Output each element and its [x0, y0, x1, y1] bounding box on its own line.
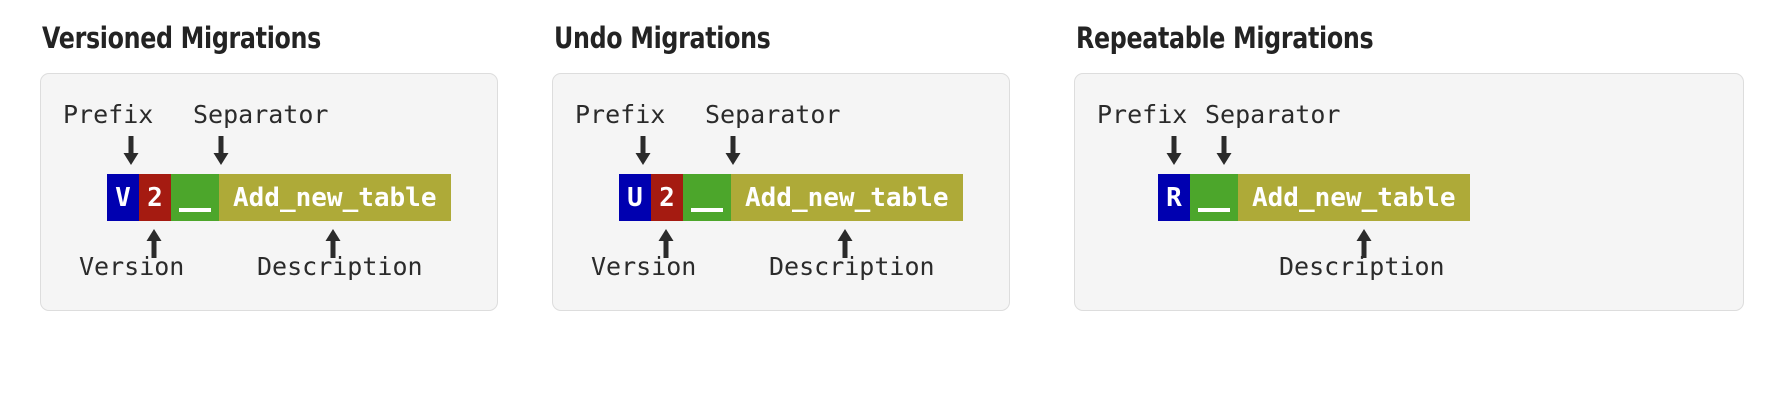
arrow-up-description-icon — [836, 228, 854, 259]
segment-version: 2 — [139, 174, 171, 222]
segment-separator — [1190, 174, 1238, 222]
label-separator: Separator — [193, 100, 329, 130]
label-prefix: Prefix — [1097, 100, 1188, 130]
segment-description: Add_new_table — [731, 174, 963, 222]
label-description: Description — [1279, 252, 1445, 282]
page-title-versioned: Versioned Migrations — [42, 21, 321, 55]
page-title-repeatable: Repeatable Migrations — [1076, 21, 1374, 55]
label-separator: Separator — [1205, 100, 1341, 130]
arrow-down-separator-icon — [724, 136, 742, 166]
segment-separator — [683, 174, 731, 222]
segment-prefix: V — [107, 174, 139, 222]
segment-prefix: R — [1158, 174, 1190, 222]
diagram-card-repeatable: Prefix Separator R Add_new_table — [1074, 73, 1744, 312]
filename-bar-repeatable: R Add_new_table — [1158, 174, 1470, 222]
panel-versioned-migrations: Versioned Migrations Prefix Separator V … — [0, 0, 512, 312]
arrow-up-description-icon — [324, 228, 342, 259]
label-prefix: Prefix — [63, 100, 154, 130]
diagram-card-undo: Prefix Separator U 2 Add — [552, 73, 1010, 312]
panel-repeatable-migrations: Repeatable Migrations Prefix Separator R — [1024, 0, 1792, 312]
diagram-card-versioned: Prefix Separator V 2 Add — [40, 73, 498, 312]
segment-separator — [171, 174, 219, 222]
arrow-up-version-icon — [657, 228, 675, 259]
label-version: Version — [79, 252, 185, 282]
label-prefix: Prefix — [575, 100, 666, 130]
separator-underscore-icon — [179, 208, 211, 213]
arrow-down-separator-icon — [212, 136, 230, 166]
separator-underscore-icon — [691, 208, 723, 213]
arrow-down-separator-icon — [1215, 136, 1233, 166]
label-description: Description — [769, 252, 935, 282]
segment-description: Add_new_table — [219, 174, 451, 222]
arrow-up-version-icon — [145, 228, 163, 259]
arrow-down-prefix-icon — [634, 136, 652, 166]
segment-description: Add_new_table — [1238, 174, 1470, 222]
separator-underscore-icon — [1198, 208, 1230, 213]
arrow-down-prefix-icon — [122, 136, 140, 166]
filename-bar-undo: U 2 Add_new_table — [619, 174, 963, 222]
segment-version: 2 — [651, 174, 683, 222]
arrow-down-prefix-icon — [1165, 136, 1183, 166]
filename-bar-versioned: V 2 Add_new_table — [107, 174, 451, 222]
label-description: Description — [257, 252, 423, 282]
page-title-undo: Undo Migrations — [554, 21, 771, 55]
segment-prefix: U — [619, 174, 651, 222]
label-separator: Separator — [705, 100, 841, 130]
arrow-up-description-icon — [1355, 228, 1373, 259]
label-version: Version — [591, 252, 697, 282]
panel-undo-migrations: Undo Migrations Prefix Separator U 2 — [512, 0, 1024, 312]
